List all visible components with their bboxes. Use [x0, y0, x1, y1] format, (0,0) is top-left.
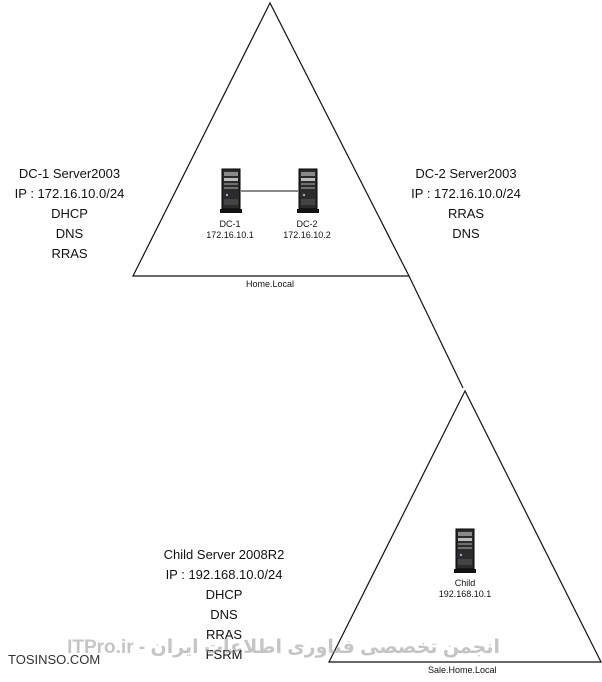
- dc2-service-2: DNS: [452, 226, 480, 241]
- domain-trust-link: [408, 275, 464, 389]
- child-service-2: DNS: [210, 607, 238, 622]
- child-service-3: RRAS: [205, 627, 243, 642]
- parent-domain-label: Home.Local: [246, 279, 295, 289]
- dc1-server-label: DC-1 172.16.10.1: [200, 219, 260, 241]
- dc1-service-3: RRAS: [51, 246, 88, 261]
- parent-domain-triangle: [132, 1, 410, 277]
- child-domain-triangle: [328, 389, 602, 663]
- dc2-name: DC-2: [296, 219, 318, 229]
- dc1-service-2: DNS: [55, 226, 84, 241]
- dc1-server-icon: [219, 168, 243, 214]
- child-info-title: Child Server 2008R2: [163, 547, 285, 562]
- child-service-1: DHCP: [205, 587, 243, 602]
- dc1-info-block: DC-1 Server2003 IP : 172.16.10.0/24 DHCP…: [2, 164, 137, 264]
- child-service-4: FSRM: [205, 647, 243, 662]
- dc2-info-block: DC-2 Server2003 IP : 172.16.10.0/24 RRAS…: [396, 164, 536, 244]
- dc2-server-icon: [296, 168, 320, 214]
- child-domain-label: Sale.Home.Local: [428, 665, 497, 675]
- dc2-server-label: DC-2 172.16.10.2: [277, 219, 337, 241]
- dc2-info-title: DC-2 Server2003: [415, 166, 517, 181]
- dc1-service-1: DHCP: [51, 206, 88, 221]
- tosinso-watermark: TOSINSO.COM: [8, 652, 101, 667]
- dc2-service-1: RRAS: [447, 206, 485, 221]
- child-ip: 192.168.10.1: [438, 589, 492, 599]
- child-info-block: Child Server 2008R2 IP : 192.168.10.0/24…: [150, 545, 298, 665]
- dc1-info-title: DC-1 Server2003: [18, 166, 121, 181]
- child-name: Child: [454, 578, 476, 588]
- dc2-info-ip: IP : 172.16.10.0/24: [411, 186, 521, 201]
- dc1-info-ip: IP : 172.16.10.0/24: [14, 186, 125, 201]
- child-server-icon: [453, 528, 477, 574]
- dc1-ip: 172.16.10.1: [206, 230, 254, 240]
- itpro-watermark: انجمن تخصصی فناوری اطلاعات ایران - ITPro…: [67, 637, 500, 658]
- dc1-name: DC-1: [219, 219, 241, 229]
- child-server-label: Child 192.168.10.1: [425, 578, 505, 600]
- dc2-ip: 172.16.10.2: [283, 230, 331, 240]
- child-info-ip: IP : 192.168.10.0/24: [165, 567, 283, 582]
